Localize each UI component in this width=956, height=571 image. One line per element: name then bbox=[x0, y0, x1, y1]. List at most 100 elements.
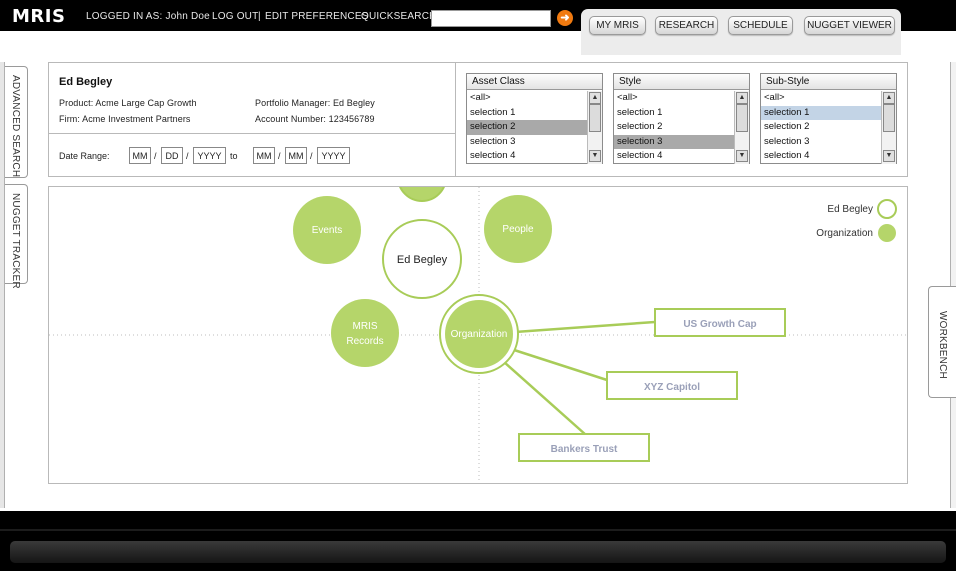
tab-nugget-viewer[interactable]: NUGGET VIEWER bbox=[804, 16, 895, 35]
org-label: XYZ Capitol bbox=[644, 382, 700, 393]
person-name: Ed Begley bbox=[59, 76, 113, 88]
tab-my-mris[interactable]: MY MRIS bbox=[589, 16, 646, 35]
mris-records-node[interactable] bbox=[331, 299, 399, 367]
nav-separator: | bbox=[258, 11, 261, 22]
nugget-graph-view[interactable]: Events People Ed Begley MRIS Records Org… bbox=[48, 186, 908, 484]
to-month-field[interactable] bbox=[253, 147, 275, 164]
scrollbar[interactable]: ▲ ▼ bbox=[881, 91, 896, 164]
org-box-xyz-capitol[interactable] bbox=[606, 371, 738, 400]
style-listbox[interactable]: Style <all> selection 1 selection 2 sele… bbox=[613, 73, 750, 164]
org-box-bankers-trust[interactable] bbox=[518, 433, 650, 462]
events-node[interactable] bbox=[293, 196, 361, 264]
date-slash: / bbox=[278, 151, 281, 161]
quicksearch-input[interactable] bbox=[431, 10, 551, 27]
scroll-up-icon[interactable]: ▲ bbox=[736, 92, 748, 104]
list-item[interactable]: selection 3 bbox=[764, 135, 810, 147]
logout-link[interactable]: LOG OUT bbox=[212, 11, 259, 22]
connector-line bbox=[510, 347, 608, 382]
scroll-thumb[interactable] bbox=[589, 104, 601, 132]
mris-records-label-line1: MRIS bbox=[353, 321, 378, 332]
date-slash: / bbox=[186, 151, 189, 161]
organization-node-label: Organization bbox=[451, 329, 508, 340]
graph-canvas: Events People Ed Begley MRIS Records Org… bbox=[49, 187, 907, 483]
events-node-label: Events bbox=[312, 225, 343, 236]
nugget-tracker-tab[interactable]: NUGGET TRACKER bbox=[4, 184, 28, 289]
from-month-field[interactable] bbox=[129, 147, 151, 164]
legend-label-ed-begley: Ed Begley bbox=[827, 204, 873, 215]
bottom-divider bbox=[0, 529, 956, 531]
from-year-field[interactable] bbox=[193, 147, 226, 164]
org-label: US Growth Cap bbox=[683, 319, 756, 330]
date-slash: / bbox=[154, 151, 157, 161]
workbench-tab[interactable]: WORKBENCH bbox=[928, 286, 956, 398]
workbench-label: WORKBENCH bbox=[937, 311, 948, 379]
sub-style-listbox[interactable]: Sub-Style <all> selection 1 selection 2 … bbox=[760, 73, 897, 164]
left-edge-rail bbox=[0, 62, 5, 508]
list-item-selected[interactable]: selection 2 bbox=[467, 120, 587, 135]
legend-label-organization: Organization bbox=[816, 228, 873, 239]
mris-records-label-line2: Records bbox=[346, 336, 383, 347]
scroll-down-icon[interactable]: ▼ bbox=[883, 150, 895, 162]
scroll-up-icon[interactable]: ▲ bbox=[883, 92, 895, 104]
scroll-down-icon[interactable]: ▼ bbox=[736, 150, 748, 162]
people-node[interactable] bbox=[484, 195, 552, 263]
from-day-field[interactable] bbox=[161, 147, 183, 164]
people-node-label: People bbox=[502, 224, 534, 235]
ed-begley-node[interactable] bbox=[382, 219, 462, 299]
tab-schedule[interactable]: SCHEDULE bbox=[728, 16, 793, 35]
arrow-right-icon: ➜ bbox=[560, 12, 570, 24]
logged-in-label: LOGGED IN AS: John Doe bbox=[86, 11, 210, 22]
quicksearch-go-button[interactable]: ➜ bbox=[557, 10, 573, 26]
to-day-field[interactable] bbox=[285, 147, 307, 164]
list-item[interactable]: selection 4 bbox=[764, 150, 810, 161]
bottom-bar bbox=[0, 511, 956, 571]
organization-node[interactable] bbox=[445, 300, 513, 368]
advanced-search-tab[interactable]: ADVANCED SEARCH bbox=[4, 66, 28, 178]
scrollbar[interactable]: ▲ ▼ bbox=[587, 91, 602, 164]
node-circle[interactable] bbox=[398, 187, 446, 202]
scrollbar[interactable]: ▲ ▼ bbox=[734, 91, 749, 164]
ed-begley-node-label: Ed Begley bbox=[397, 254, 448, 266]
tab-research[interactable]: RESEARCH bbox=[655, 16, 718, 35]
legend-filled-icon bbox=[878, 224, 896, 242]
footer-strip bbox=[10, 541, 946, 563]
date-range-panel bbox=[48, 133, 456, 177]
style-header: Style bbox=[614, 74, 749, 90]
list-item[interactable]: <all> bbox=[470, 92, 491, 103]
portfolio-manager-label: Portfolio Manager: Ed Begley bbox=[255, 98, 375, 108]
list-item[interactable]: selection 2 bbox=[764, 121, 810, 132]
list-item[interactable]: selection 4 bbox=[470, 150, 516, 161]
list-item[interactable]: selection 4 bbox=[617, 150, 663, 161]
list-item-selected[interactable]: selection 3 bbox=[614, 134, 734, 149]
firm-label: Firm: Acme Investment Partners bbox=[59, 114, 191, 124]
asset-class-listbox[interactable]: Asset Class <all> selection 1 selection … bbox=[466, 73, 603, 164]
date-range-label: Date Range: bbox=[59, 151, 110, 161]
list-item[interactable]: selection 2 bbox=[617, 121, 663, 132]
list-item[interactable]: selection 3 bbox=[470, 135, 516, 147]
scroll-up-icon[interactable]: ▲ bbox=[589, 92, 601, 104]
account-number-label: Account Number: 123456789 bbox=[255, 114, 375, 124]
quicksearch-label: QUICKSEARCH: bbox=[361, 11, 440, 22]
scroll-thumb[interactable] bbox=[736, 104, 748, 132]
list-item[interactable]: selection 1 bbox=[470, 106, 516, 118]
org-box-us-growth-cap[interactable] bbox=[654, 308, 786, 337]
list-item[interactable]: selection 1 bbox=[617, 106, 663, 118]
scroll-thumb[interactable] bbox=[883, 104, 895, 132]
list-item-selected[interactable]: selection 1 bbox=[761, 105, 881, 120]
date-to-label: to bbox=[230, 151, 238, 161]
connector-line bbox=[514, 320, 656, 334]
product-label: Product: Acme Large Cap Growth bbox=[59, 98, 197, 108]
edit-preferences-link[interactable]: EDIT PREFERENCES bbox=[265, 11, 369, 22]
scroll-down-icon[interactable]: ▼ bbox=[589, 150, 601, 162]
nugget-tracker-label: NUGGET TRACKER bbox=[10, 193, 21, 289]
mris-logo: MRIS bbox=[12, 6, 66, 27]
right-edge-rail bbox=[950, 62, 956, 508]
to-year-field[interactable] bbox=[317, 147, 350, 164]
list-item[interactable]: <all> bbox=[617, 92, 638, 103]
asset-class-header: Asset Class bbox=[467, 74, 602, 90]
list-item[interactable]: <all> bbox=[764, 92, 785, 103]
date-slash: / bbox=[310, 151, 313, 161]
org-label: Bankers Trust bbox=[551, 444, 618, 455]
legend-outline-icon bbox=[877, 199, 897, 219]
sub-style-header: Sub-Style bbox=[761, 74, 896, 90]
